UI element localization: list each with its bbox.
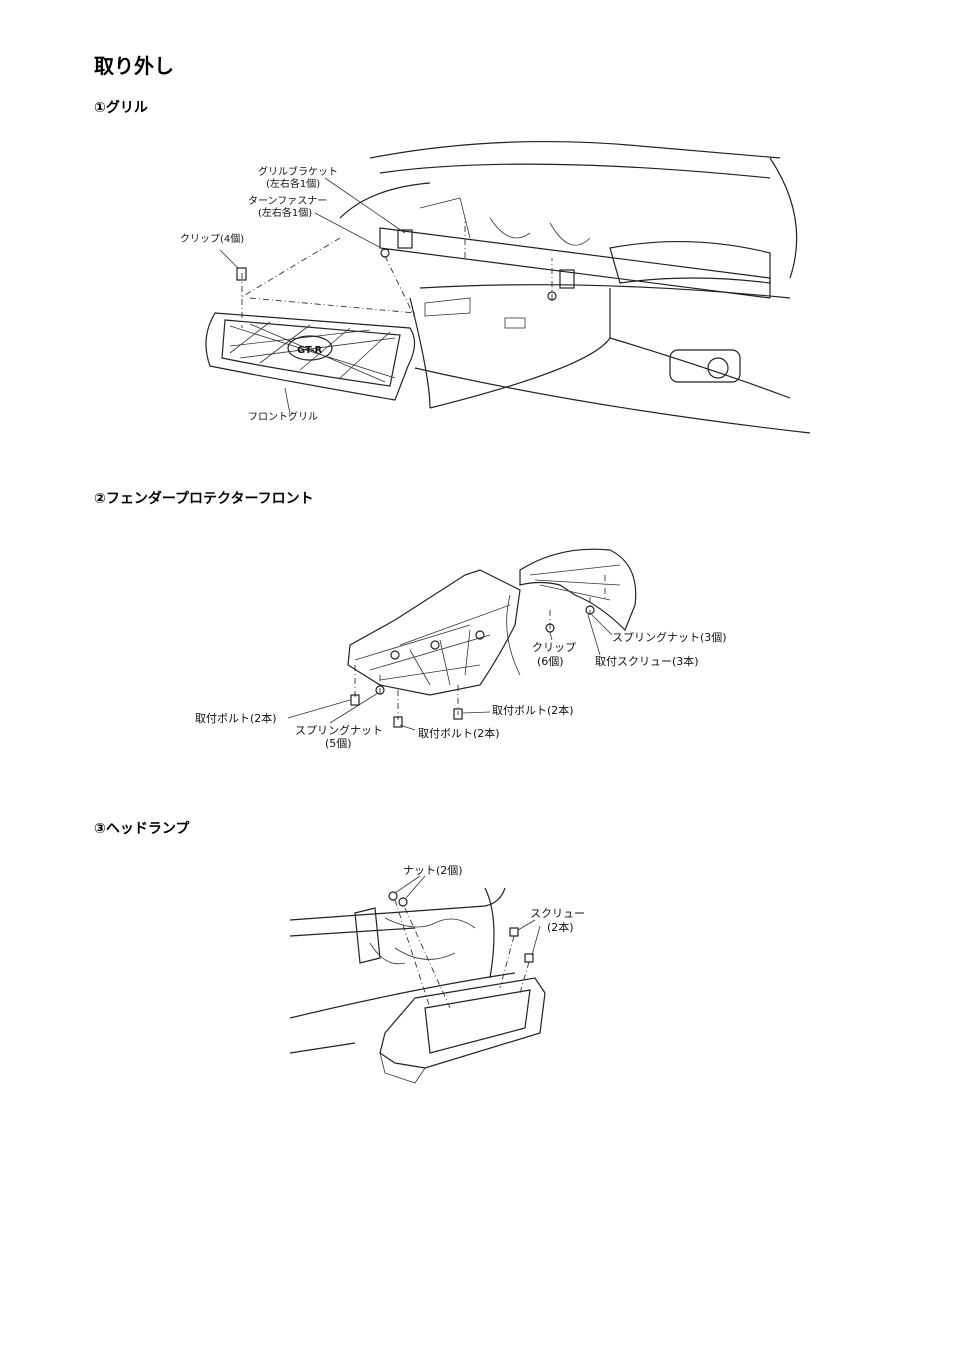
label-spring-nut-5: スプリングナット <box>295 723 383 737</box>
label-spring-nut-3: スプリングナット(3個) <box>612 630 727 644</box>
label-spring-nut-5-qty: (5個) <box>325 737 352 750</box>
label-clip: クリップ(4個) <box>180 232 244 245</box>
headlamp-removal-diagram: ナット(2個) スクリュー (2本) <box>289 864 585 1084</box>
label-screw: スクリュー <box>530 907 585 920</box>
label-turn-fastener-qty: (左右各1個) <box>258 206 312 219</box>
label-grille-bracket: グリルブラケット <box>258 165 338 178</box>
label-clip-2-qty: (6個) <box>537 655 564 668</box>
section-title-headlamp: ③ヘッドランプ <box>94 821 190 837</box>
label-screw-qty: (2本) <box>547 920 574 934</box>
section-title-grille: ①グリル <box>94 100 148 116</box>
label-bolt-mid: 取付ボルト(2本) <box>418 726 500 740</box>
page-title: 取り外し <box>94 54 174 78</box>
section-title-fender-protector: ②フェンダープロテクターフロント <box>94 491 314 507</box>
grille-removal-diagram: GT-R グリルブラケット (左右各1個) ターンファスナー (左右各1個) ク… <box>180 140 811 434</box>
label-screw-3: 取付スクリュー(3本) <box>595 654 699 668</box>
fender-protector-diagram: 取付ボルト(2本) スプリングナット (5個) 取付ボルト(2本) 取付ボルト(… <box>195 548 727 750</box>
label-front-grille: フロントグリル <box>248 410 318 423</box>
label-grille-bracket-qty: (左右各1個) <box>266 177 320 190</box>
label-clip-2: クリップ <box>532 641 576 654</box>
label-bolt-left: 取付ボルト(2本) <box>195 711 277 725</box>
label-bolt-right: 取付ボルト(2本) <box>492 703 574 717</box>
label-turn-fastener: ターンファスナー <box>248 195 327 207</box>
label-nut: ナット(2個) <box>403 864 463 877</box>
svg-text:GT-R: GT-R <box>297 345 323 356</box>
